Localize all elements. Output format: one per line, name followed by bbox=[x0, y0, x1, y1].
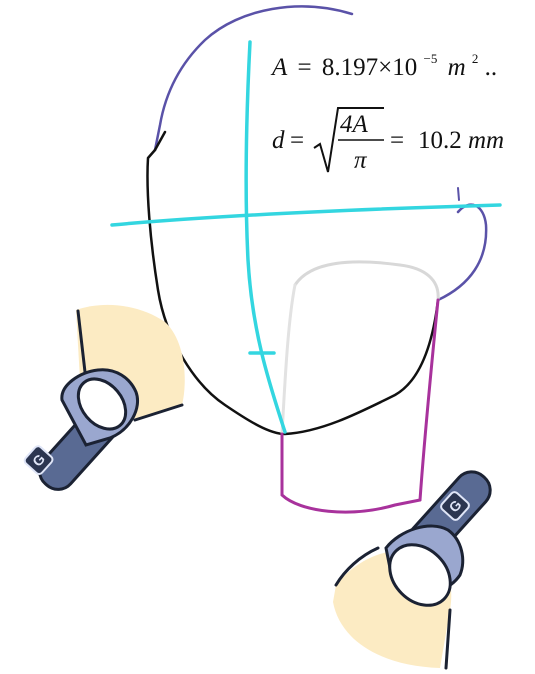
area-value: 8.197×10 bbox=[322, 54, 417, 81]
axis-lines bbox=[110, 40, 502, 434]
fraction-numerator: 4A bbox=[340, 111, 369, 138]
diameter-formula: d = 4A π = 10.2 mm bbox=[272, 107, 504, 174]
area-exponent: −5 bbox=[424, 51, 438, 66]
area-formula: A = 8.197×10 −5 m 2 .. bbox=[270, 42, 497, 81]
diameter-unit: mm bbox=[468, 127, 504, 154]
flashlight-icon: G bbox=[333, 470, 492, 670]
square-root-sign bbox=[313, 107, 384, 173]
diameter-value: 10.2 bbox=[418, 127, 462, 154]
area-symbol: A bbox=[270, 54, 288, 81]
equals-sign: = bbox=[298, 54, 312, 81]
diameter-symbol: d bbox=[272, 127, 285, 154]
neck-outline bbox=[280, 260, 440, 514]
area-trailing: .. bbox=[485, 54, 498, 81]
fraction-denominator: π bbox=[354, 147, 368, 174]
svg-text:A = 8.197×10: A = 8.197×10 −5 m 2 .. bbox=[270, 42, 497, 81]
area-unit-power: 2 bbox=[472, 51, 479, 66]
flashlight-icon: G bbox=[23, 304, 185, 491]
equals-sign: = bbox=[290, 127, 304, 154]
area-unit: m bbox=[448, 54, 466, 81]
equals-sign: = bbox=[390, 127, 404, 154]
